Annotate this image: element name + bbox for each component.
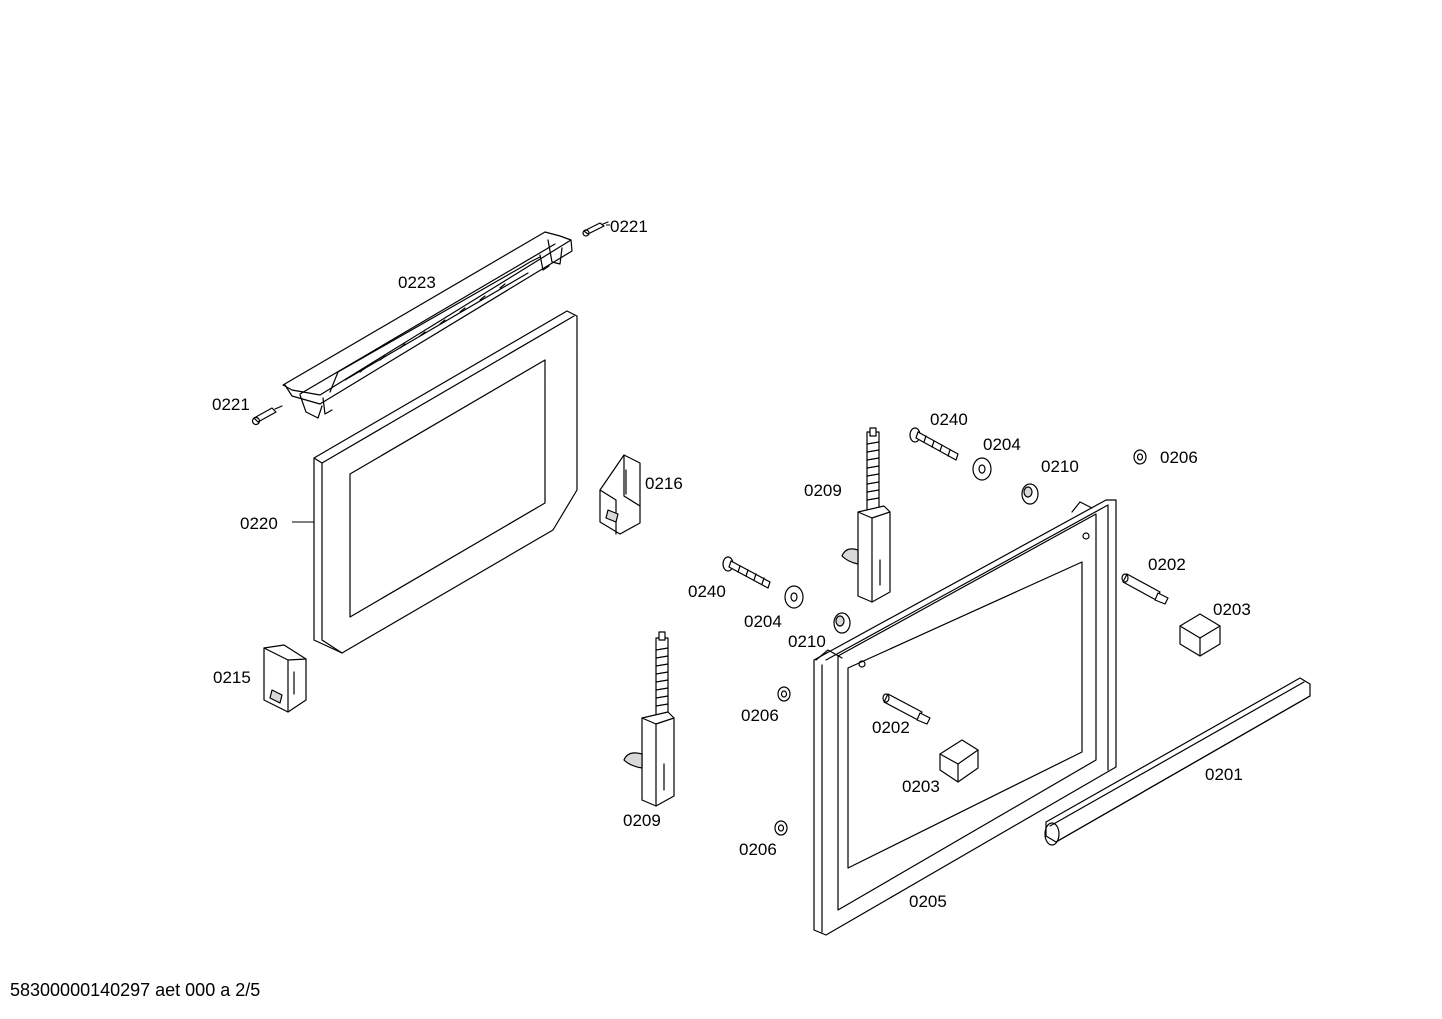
- part-0206-nut-bottom: [774, 820, 788, 836]
- label-0240-top: 0240: [930, 410, 968, 429]
- part-0202-pin-inner: [882, 693, 931, 725]
- label-0223: 0223: [398, 273, 436, 292]
- part-0240-screw-mid: [722, 556, 771, 589]
- part-0202-pin-right: [1121, 573, 1169, 605]
- label-0206-top: 0206: [1160, 448, 1198, 467]
- part-0221-pin-left: [251, 405, 283, 426]
- label-0205: 0205: [909, 892, 947, 911]
- label-0215: 0215: [213, 668, 251, 687]
- label-0204-mid: 0204: [744, 612, 782, 631]
- document-id-footer: 58300000140297 aet 000 a 2/5: [10, 980, 261, 1000]
- part-0223-top-trim: [282, 231, 573, 419]
- label-0240-mid: 0240: [688, 582, 726, 601]
- part-0220-glass-pane: [313, 310, 578, 654]
- part-0209-hinge-bottom: [623, 631, 675, 807]
- label-0201: 0201: [1205, 765, 1243, 784]
- part-0221-pin-top: [582, 221, 609, 237]
- label-0202-right: 0202: [1148, 555, 1186, 574]
- label-0202-inner: 0202: [872, 718, 910, 737]
- label-0204-top: 0204: [983, 435, 1021, 454]
- part-0210-spacer-top: [1021, 483, 1039, 505]
- part-0210-spacer-mid: [833, 612, 851, 634]
- label-0206-mid: 0206: [741, 706, 779, 725]
- part-0216-bracket: [599, 454, 641, 535]
- label-0209-top: 0209: [804, 481, 842, 500]
- part-0201-handle-bar: [1044, 677, 1311, 846]
- part-0205-door-panel: [813, 499, 1117, 936]
- label-0210-mid: 0210: [788, 632, 826, 651]
- label-0209-bottom: 0209: [623, 811, 661, 830]
- part-0206-nut-top: [1133, 449, 1147, 465]
- part-0204-washer-mid: [784, 585, 804, 609]
- label-0203-inner: 0203: [902, 777, 940, 796]
- label-0203-right: 0203: [1213, 600, 1251, 619]
- part-0209-hinge-top: [841, 427, 891, 603]
- part-0203-block-right: [1179, 613, 1221, 657]
- label-0221-left: 0221: [212, 395, 250, 414]
- part-0203-block-inner: [939, 739, 979, 783]
- label-0216: 0216: [645, 474, 683, 493]
- part-0215-bracket: [263, 644, 307, 713]
- part-0204-washer-top: [972, 457, 992, 481]
- part-0206-nut-mid: [777, 686, 791, 702]
- label-0210-top: 0210: [1041, 457, 1079, 476]
- part-0240-screw-top: [909, 427, 959, 461]
- label-0221-top: 0221: [610, 217, 648, 236]
- label-0220: 0220: [240, 514, 278, 533]
- label-0206-bottom: 0206: [739, 840, 777, 859]
